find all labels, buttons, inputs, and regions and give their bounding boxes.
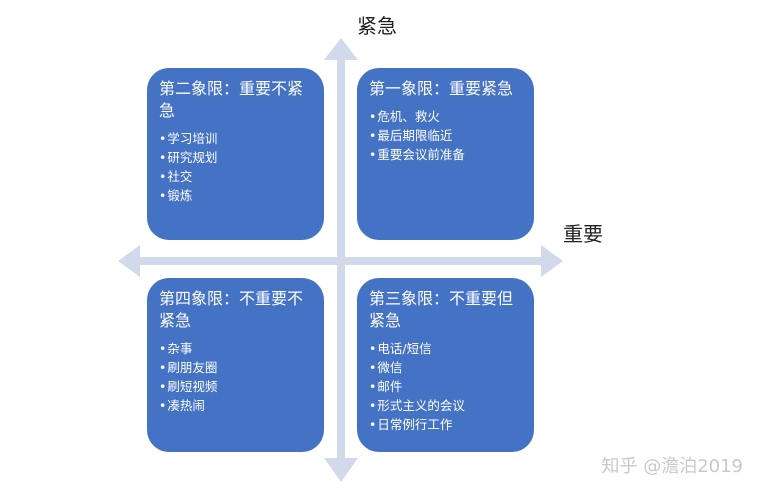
list-item: 危机、救火 [369,107,524,126]
list-item: 电话/短信 [369,339,524,358]
quadrant-3-list: 电话/短信 微信 邮件 形式主义的会议 日常例行工作 [369,339,524,434]
quadrant-1-title: 第一象限：重要紧急 [369,79,514,98]
list-item: 日常例行工作 [369,415,524,434]
quadrant-2-list: 学习培训 研究规划 社交 锻炼 [159,129,314,205]
horizontal-axis-label: 重要 [563,222,603,246]
list-item: 重要会议前准备 [369,145,524,164]
quadrant-4-title: 第四象限：不重要不紧急 [159,289,304,330]
list-item: 凑热闹 [159,396,314,415]
watermark: 知乎 @澹泊2019 [601,456,743,477]
quadrant-4-box: 第四象限：不重要不紧急 杂事 刷朋友圈 刷短视频 凑热闹 [147,278,324,452]
quadrant-3-box: 第三象限：不重要但紧急 电话/短信 微信 邮件 形式主义的会议 日常例行工作 [357,278,534,452]
quadrant-3-title: 第三象限：不重要但紧急 [369,289,514,330]
list-item: 最后期限临近 [369,126,524,145]
list-item: 刷朋友圈 [159,358,314,377]
quadrant-4-list: 杂事 刷朋友圈 刷短视频 凑热闹 [159,339,314,415]
list-item: 形式主义的会议 [369,396,524,415]
list-item: 邮件 [369,377,524,396]
quadrant-1-list: 危机、救火 最后期限临近 重要会议前准备 [369,107,524,164]
list-item: 锻炼 [159,186,314,205]
list-item: 微信 [369,358,524,377]
quadrant-2-box: 第二象限：重要不紧急 学习培训 研究规划 社交 锻炼 [147,68,324,240]
list-item: 杂事 [159,339,314,358]
list-item: 社交 [159,167,314,186]
horizontal-axis-arrow [118,245,563,277]
quadrant-1-box: 第一象限：重要紧急 危机、救火 最后期限临近 重要会议前准备 [357,68,534,240]
list-item: 学习培训 [159,129,314,148]
quadrant-2-title: 第二象限：重要不紧急 [159,79,304,120]
list-item: 研究规划 [159,148,314,167]
vertical-axis-label: 紧急 [357,14,397,38]
list-item: 刷短视频 [159,377,314,396]
